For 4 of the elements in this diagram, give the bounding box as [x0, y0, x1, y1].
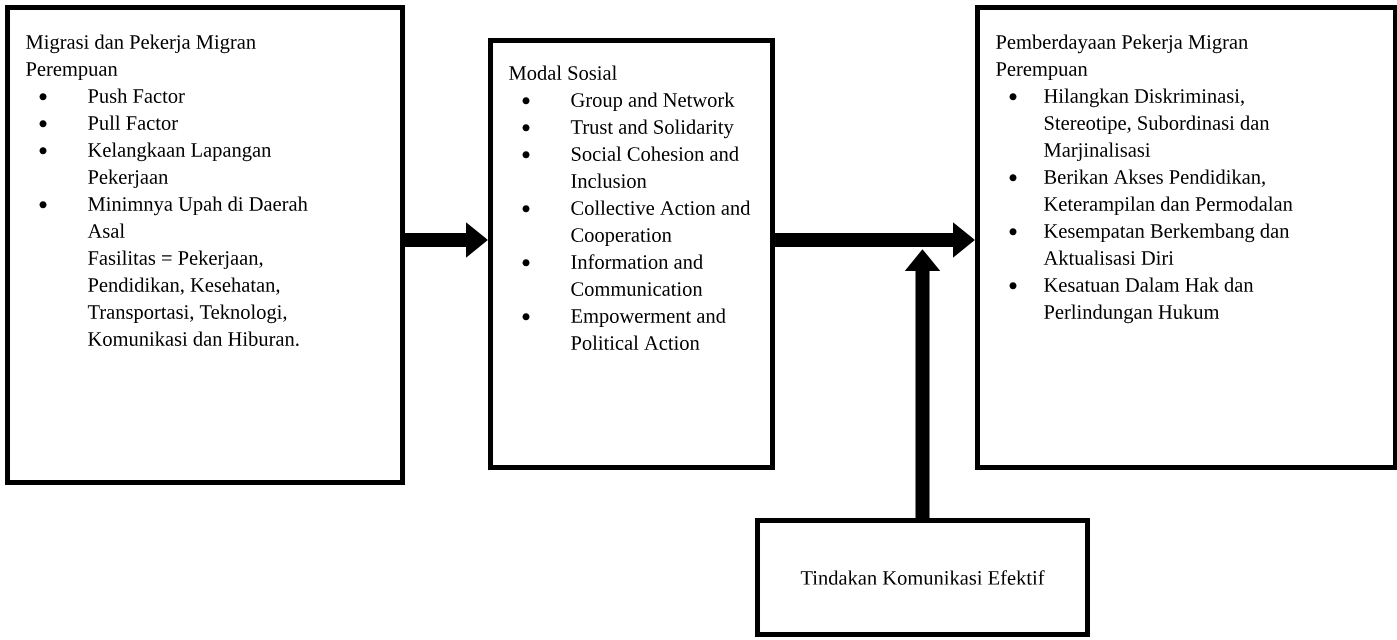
process-box: Tindakan Komunikasi Efektif — [755, 518, 1090, 637]
process-box: Modal Sosial Group and Network Trust and Solidarity Social Cohesion and Inclusion Collective Action and Cooperation Information and Communication Empowerment and Political Action — [488, 38, 775, 470]
process-box: Migrasi dan Pekerja Migran Perempuan Push Factor Pull Factor Kelangkaan Lapangan Pekerjaan Minimnya Upah di Daerah Asal Fasilitas = Pekerjaan, Pendidikan, Kesehatan, Transportasi, Teknologi, Komunikasi dan Hiburan. — [5, 5, 405, 485]
process-box: Pemberdayaan Pekerja Migran Perempuan Hilangkan Diskriminasi, Stereotipe, Subordinasi dan Marjinalisasi Berikan Akses Pendidikan, Keterampilan dan Permodalan Kesempatan Berkembang dan Aktualisasi Diri Kesatuan Dalam Hak dan Perlindungan Hukum — [975, 5, 1397, 470]
